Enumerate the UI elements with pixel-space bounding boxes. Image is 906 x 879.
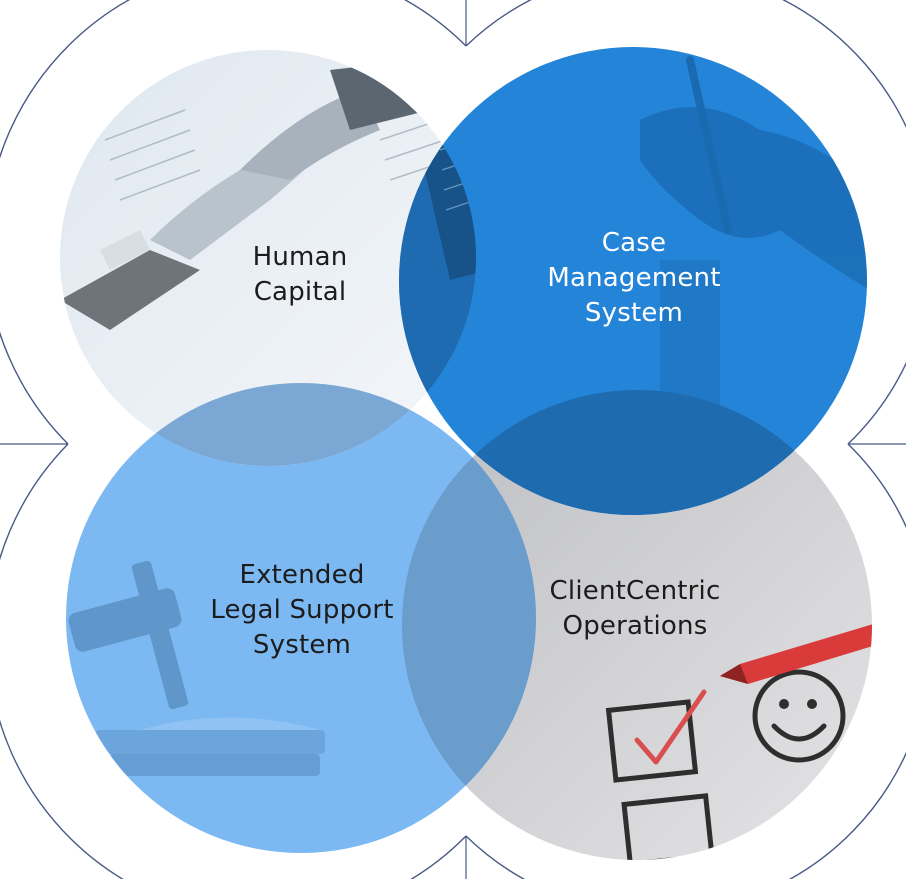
gavel-icon [68, 560, 325, 776]
checklist-smiley-icon [605, 622, 872, 860]
label-case-management: Case Management System [547, 228, 721, 328]
label-clientcentric-operations: ClientCentric Operations [549, 576, 721, 641]
circle-clientcentric [402, 390, 872, 860]
circle-extended-legal [66, 383, 536, 853]
label-extended-legal-support: Extended Legal Support System [210, 560, 394, 660]
label-human-capital: Human Capital [252, 242, 348, 307]
